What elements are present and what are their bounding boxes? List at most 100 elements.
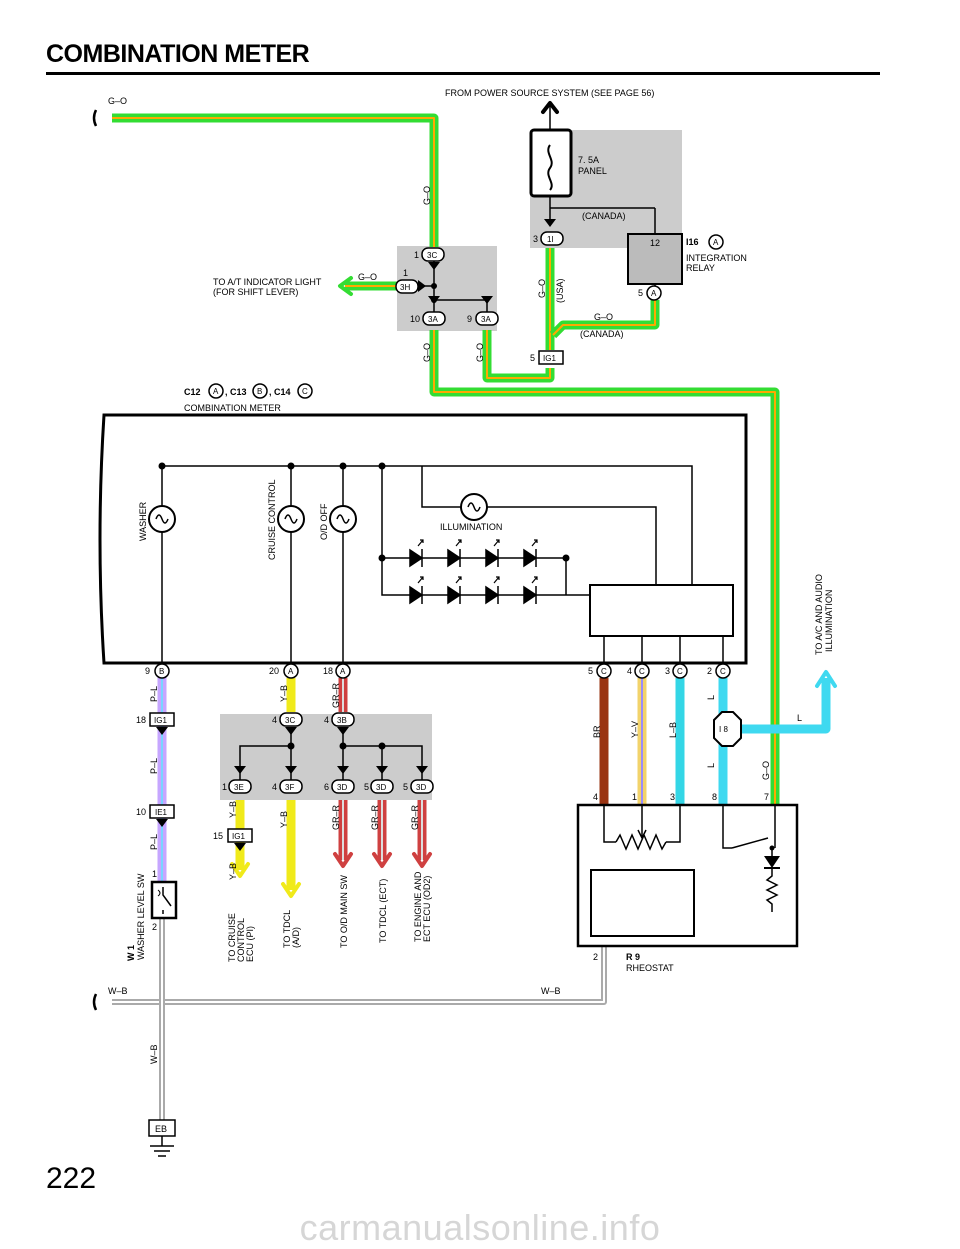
label-at-ind1: TO A/T INDICATOR LIGHT [213, 277, 322, 287]
label-pl-2: P–L [149, 758, 159, 774]
label-at-ind2: (FOR SHIFT LEVER) [213, 287, 298, 297]
code-b-c13: B [257, 387, 262, 396]
pin-b-9: 9 [145, 666, 150, 676]
pin-3b-4: 4 [324, 715, 329, 725]
code-3d-5b: 3D [416, 783, 426, 792]
label-power-source: FROM POWER SOURCE SYSTEM (SEE PAGE 56) [445, 88, 654, 98]
label-wb-3: W–B [149, 1044, 159, 1064]
wire-go-top [112, 113, 439, 247]
connector-3b-4 [331, 712, 355, 727]
label-go-vert3: G–O [475, 343, 485, 362]
connector-3d-6 [331, 779, 355, 794]
code-c-3: C [677, 667, 683, 676]
label-to-cruise2: CONTROL [236, 918, 246, 962]
label-l-3: L [797, 713, 802, 723]
code-3a-10: 3A [428, 315, 438, 324]
arrow-tdcl-ect [372, 852, 392, 868]
code-3c-4: 3C [285, 716, 295, 725]
connector-b-c13 [252, 383, 268, 399]
pin-3d-5a: 5 [364, 782, 369, 792]
code-b-9: B [159, 667, 164, 676]
connector-c-2 [715, 663, 731, 679]
connector-c-4 [634, 663, 650, 679]
label-i16-code: I16 [686, 237, 699, 247]
pin-r9-4: 4 [593, 792, 598, 802]
connector-3a-10 [422, 311, 446, 326]
connector-3f-4 [279, 779, 303, 794]
connector-1i [540, 231, 564, 246]
connector-a-20 [283, 663, 299, 679]
connector-3e-1 [228, 779, 252, 794]
label-r9-code: R 9 [626, 952, 640, 962]
code-a-c12: A [213, 387, 219, 396]
connector-c-3 [672, 663, 688, 679]
connector-i8 [713, 711, 742, 747]
label-yv: Y–V [630, 721, 640, 738]
pin-c-5: 5 [588, 666, 593, 676]
connector-a-c12 [208, 383, 224, 399]
pin-3d-6: 6 [324, 782, 329, 792]
connector-ig1-5 [538, 350, 564, 365]
pin-r9-3: 3 [670, 792, 675, 802]
label-cruise-control: CRUISE CONTROL [267, 479, 277, 560]
connector-b-9 [154, 663, 170, 679]
label-go-rheo: G–O [761, 761, 771, 780]
connector-a-relay5 [646, 285, 662, 301]
title-rule [46, 72, 880, 75]
label-to-cruise3: ECU (PI) [245, 926, 255, 962]
code-a-20: A [288, 667, 294, 676]
label-grr-2: GR–R [331, 804, 341, 830]
label-washer: WASHER [138, 501, 148, 541]
label-fuse-name: PANEL [578, 166, 607, 176]
code-1i: 1I [547, 235, 554, 244]
label-yb-3: Y–B [279, 811, 289, 828]
label-to-cruise1: TO CRUISE [227, 913, 237, 962]
arrow-od-main [333, 852, 353, 868]
label-go-vert1: G–O [422, 186, 432, 205]
label-l-1: L [706, 695, 716, 700]
rheostat-diode [764, 856, 780, 868]
wire-go-main [429, 330, 780, 805]
pin-3h-1: 1 [403, 268, 408, 278]
label-br: BR [592, 725, 602, 738]
connector-c-5 [596, 663, 612, 679]
label-wb-1: W–B [108, 986, 128, 996]
label-grr-3: GR–R [370, 804, 380, 830]
code-3f-4: 3F [285, 783, 294, 792]
connector-ig1-15 [227, 828, 253, 843]
pin-3a-9: 9 [467, 314, 472, 324]
wire-l-ac [739, 678, 831, 734]
pin-r9-8: 8 [712, 792, 717, 802]
illumination-leds [409, 548, 538, 605]
label-canada-bottom: (CANADA) [580, 329, 624, 339]
pin-r9-7: 7 [764, 792, 769, 802]
pin-1i-3: 3 [533, 234, 538, 244]
code-3d-5a: 3D [376, 783, 386, 792]
label-to-engine1: TO ENGINE AND [413, 871, 423, 942]
connector-3c-top [421, 247, 445, 262]
fuse-element [547, 144, 553, 191]
pin-c-2: 2 [707, 666, 712, 676]
code-ie1-10: IE1 [155, 808, 168, 817]
label-lb: L–B [668, 722, 678, 738]
label-fuse-amp: 7. 5A [578, 155, 599, 165]
code-3c-top: 3C [427, 251, 437, 260]
wire-go-canada [549, 300, 660, 339]
code-c-2: C [720, 667, 726, 676]
label-yb-1: Y–B [279, 685, 289, 702]
arrow-at [338, 276, 353, 296]
pin-c-4: 4 [627, 666, 632, 676]
label-to-engine2: ECT ECU (OD2) [422, 876, 432, 942]
label-l-2: L [706, 763, 716, 768]
connector-a-18 [335, 663, 351, 679]
label-go-usa: G–O [537, 279, 547, 298]
pin-relay-5: 5 [638, 288, 643, 298]
pin-ig1-5: 5 [530, 353, 535, 363]
pin-ig1-18: 18 [136, 715, 146, 725]
connector-ig1-18 [149, 712, 175, 727]
label-c12: C12 [184, 387, 201, 397]
label-r9-name: RHEOSTAT [626, 963, 674, 973]
label-c13: , C13 [225, 387, 247, 397]
label-od-off: O/D OFF [319, 503, 329, 540]
